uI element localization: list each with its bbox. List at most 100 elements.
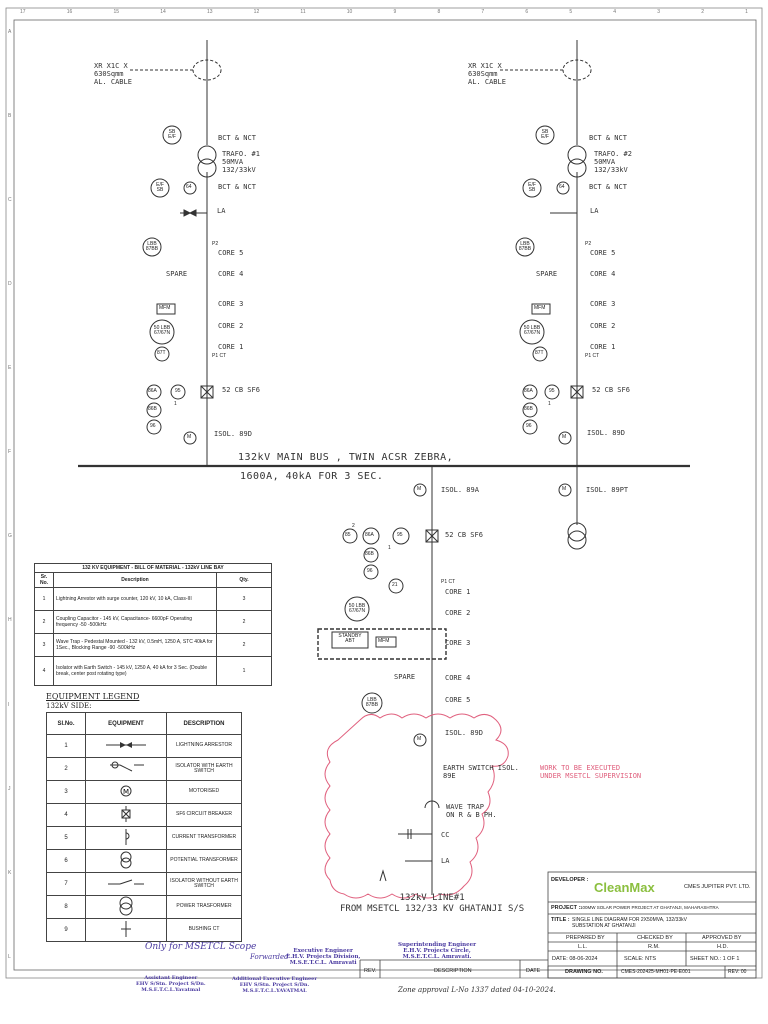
line-spare: SPARE xyxy=(394,673,416,681)
prepared-value: L.L. xyxy=(578,944,588,950)
left-core1: CORE 1 xyxy=(218,343,244,351)
left-la-label: LA xyxy=(217,207,226,215)
title-block-frame xyxy=(547,871,757,979)
stamp-line: Superintending Engineer xyxy=(398,942,477,948)
left-bct-nct-top: BCT & NCT xyxy=(218,134,256,142)
stamp-line: M.S.E.T.C.L.YAVATMAL xyxy=(242,988,307,994)
right-transformer-primary-winding xyxy=(567,145,587,165)
right-motor: M xyxy=(562,434,567,440)
line-core2: CORE 2 xyxy=(445,609,471,617)
left-transformer-primary-winding xyxy=(197,145,217,165)
left-p1ct: P1 CT xyxy=(212,353,227,359)
bom-header-desc: Description xyxy=(53,572,217,588)
cable-line: 630Sqmm xyxy=(468,70,498,78)
developer-label: DEVELOPER : xyxy=(551,877,589,883)
source-line: 132kV LINE#1 xyxy=(399,893,465,903)
main-bus-label-line1: 132kV MAIN BUS , TWIN ACSR ZEBRA, xyxy=(238,452,454,463)
left-p2: P2 xyxy=(212,241,219,247)
diff-line: 67/67N xyxy=(153,330,171,337)
cleanmax-logo: CleanMax xyxy=(594,880,655,895)
left-n1: 1 xyxy=(174,401,177,407)
legend-title: EQUIPMENT LEGEND xyxy=(46,692,140,701)
line-96: 96 xyxy=(367,568,373,574)
legend-cell-desc: POWER TRASFORMER xyxy=(166,895,242,919)
prepared-label: PREPARED BY xyxy=(566,935,605,941)
right-cable-label: XR X1C X 630Sqmm AL. CABLE xyxy=(468,62,506,86)
line-core3: CORE 3 xyxy=(445,639,471,647)
legend-cell-no: 3 xyxy=(46,780,86,804)
frame-top-tick: 7 xyxy=(481,9,485,15)
legend-cell-desc: CURRENT TRANSFORMER xyxy=(166,826,242,850)
wave-trap-symbol xyxy=(424,800,440,809)
wave-trap-line: ON R & B PH. xyxy=(446,811,497,819)
right-bct-nct-bottom: BCT & NCT xyxy=(589,183,627,191)
frame-top-tick: 14 xyxy=(160,9,166,15)
table-row: 2 Coupling Capacitor - 145 kV, Capacitan… xyxy=(34,610,272,634)
cable-line: XR X1C X xyxy=(468,62,502,70)
left-motor: M xyxy=(187,434,192,440)
right-core4: CORE 4 xyxy=(590,270,616,278)
right-core1: CORE 1 xyxy=(590,343,616,351)
lightning-arrestor-icon xyxy=(85,734,167,758)
table-row: 7 ISOLATOR WITHOUT EARTH SWITCH xyxy=(46,872,242,896)
line-core5: CORE 5 xyxy=(445,696,471,704)
drawing-number: CMES-202425-MH01-PE-E001 xyxy=(621,969,691,975)
table-row: 1 LIGHTNING ARRESTOR xyxy=(46,734,242,758)
legend-subtitle: 132kV SIDE: xyxy=(46,702,92,710)
right-87t: 87T xyxy=(535,350,544,356)
trafo-line: 132/33kV xyxy=(594,166,628,174)
standby-abt-box xyxy=(317,628,447,660)
note-line: UNDER MSETCL SUPERVISION xyxy=(540,772,642,780)
frame-side-tick: D xyxy=(8,281,12,288)
table-row: 4 SF6 CIRCUIT BREAKER xyxy=(46,803,242,827)
diff-line: 50 LBB xyxy=(348,603,366,609)
frame-top-tick: 12 xyxy=(253,9,260,15)
right-95: 95 xyxy=(549,388,555,394)
approved-value: H.D. xyxy=(717,944,728,950)
stamp-line: E.H.V. Projects Circle, xyxy=(403,948,471,954)
line-p1ct: P1 CT xyxy=(441,579,456,585)
line-cb-label: 52 CB SF6 xyxy=(445,531,483,539)
stamp-line: M.S.E.T.C.L. Amravati. xyxy=(402,954,472,960)
right-relay-64: 64 xyxy=(559,184,565,190)
right-96: 96 xyxy=(526,423,532,429)
lbb-line: 87BB xyxy=(365,702,379,709)
right-trafo-label: TRAFO. #2 50MVA 132/33kV xyxy=(594,150,632,174)
stamp-line: Assistant Engineer xyxy=(144,975,198,981)
left-core2: CORE 2 xyxy=(218,322,244,330)
stamp-line: Executive Engineer xyxy=(293,948,353,954)
bom-cell-qty: 2 xyxy=(216,633,272,657)
frame-side-tick: A xyxy=(8,29,12,35)
note-line: WORK TO BE EXECUTED xyxy=(540,764,621,772)
table-row: 4 Isolator with Earth Switch - 145 kV, 1… xyxy=(34,656,272,686)
bom-cell-no: 1 xyxy=(34,587,54,611)
legend-cell-desc: MOTORISED xyxy=(166,780,242,804)
frame-top-tick: 16 xyxy=(66,9,73,15)
line-mfm: MFM xyxy=(378,638,390,644)
diff-line: 50 LBB xyxy=(523,325,541,331)
bom-cell-desc: Coupling Capacitor - 145 kV, Capacitance… xyxy=(53,610,217,634)
legend-header-description: DESCRIPTION xyxy=(166,712,242,735)
lbb-line: 87BB xyxy=(145,246,159,253)
line-isol-89d: ISOL. 89D xyxy=(445,729,483,737)
frame-side-tick: E xyxy=(8,365,12,372)
current-transformer-icon xyxy=(85,826,167,850)
frame-side-tick: C xyxy=(8,197,12,204)
legend-cell-no: 6 xyxy=(46,849,86,873)
left-core4: CORE 4 xyxy=(218,270,244,278)
bom-cell-desc: Wave Trap - Pedestal Mounted - 132 kV, 0… xyxy=(53,633,217,657)
stamp-line: E.H.V. Projects Division, xyxy=(286,954,361,960)
right-cb-label: 52 CB SF6 xyxy=(592,386,630,394)
trafo-line: 50MVA xyxy=(594,158,616,166)
title-label: TITLE : xyxy=(551,917,570,923)
